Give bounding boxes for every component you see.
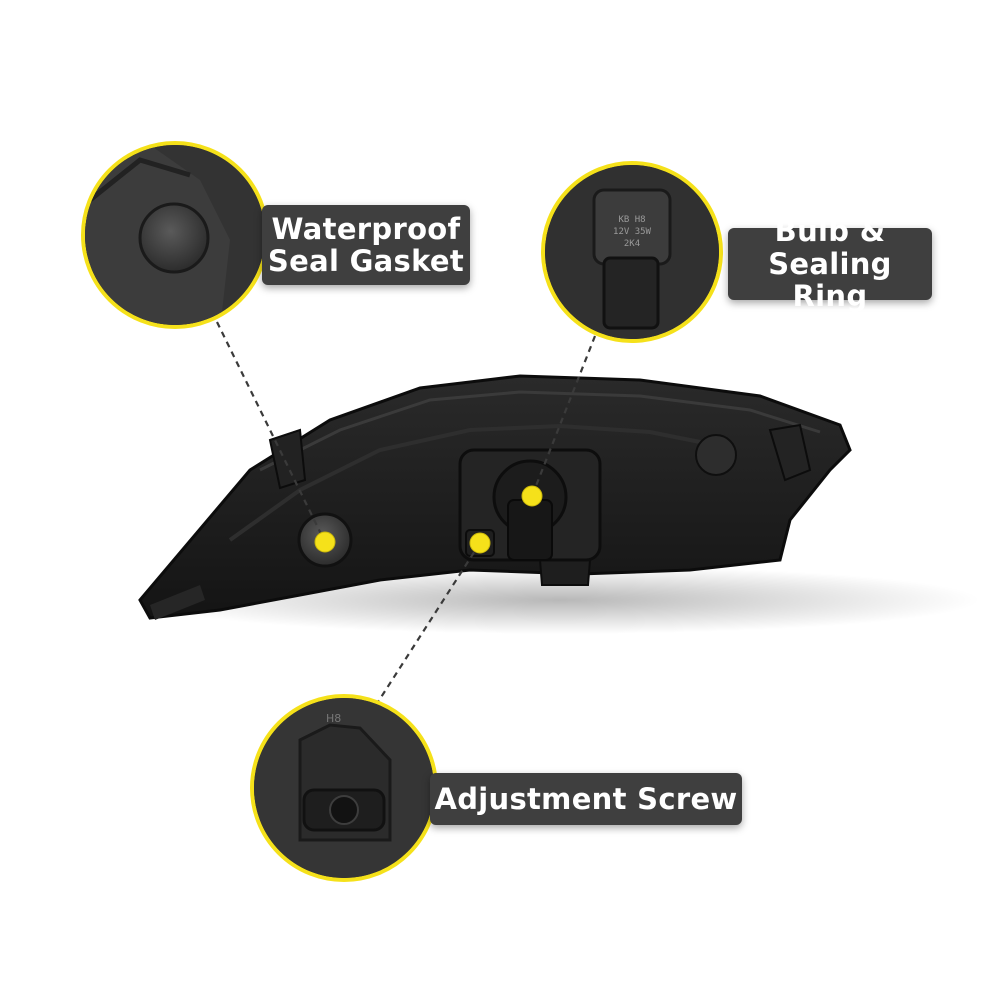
bulb-printed-text-3: 2K4 — [624, 239, 640, 249]
screw-label-text: Adjustment Screw — [434, 781, 738, 816]
gasket-label-line2: Seal Gasket — [267, 244, 465, 278]
gasket-marker — [314, 531, 336, 553]
screw-printed-text: H8 — [326, 712, 341, 725]
bulb-printed-text-2: 12V 35W — [613, 227, 652, 237]
bulb-label-line2: Sealing Ring — [768, 246, 892, 314]
screw-detail-circle: H8 — [250, 694, 438, 882]
bulb-leader-line — [530, 335, 597, 497]
bulb-label-line1: Bulb & — [774, 214, 886, 249]
screw-label: Adjustment Screw — [430, 773, 742, 825]
bulb-marker — [521, 485, 543, 507]
bulb-label: Bulb & Sealing Ring — [728, 215, 932, 312]
gasket-label: Waterproof Seal Gasket — [262, 205, 470, 285]
bulb-printed-text-1: KB H8 — [618, 215, 645, 225]
screw-leader-line — [377, 542, 481, 703]
gasket-label-line1: Waterproof — [271, 211, 461, 246]
gasket-leader-line — [216, 321, 326, 543]
gasket-detail-circle — [81, 141, 269, 329]
screw-marker — [469, 532, 491, 554]
bulb-detail-circle: KB H8 12V 35W 2K4 — [541, 161, 723, 343]
